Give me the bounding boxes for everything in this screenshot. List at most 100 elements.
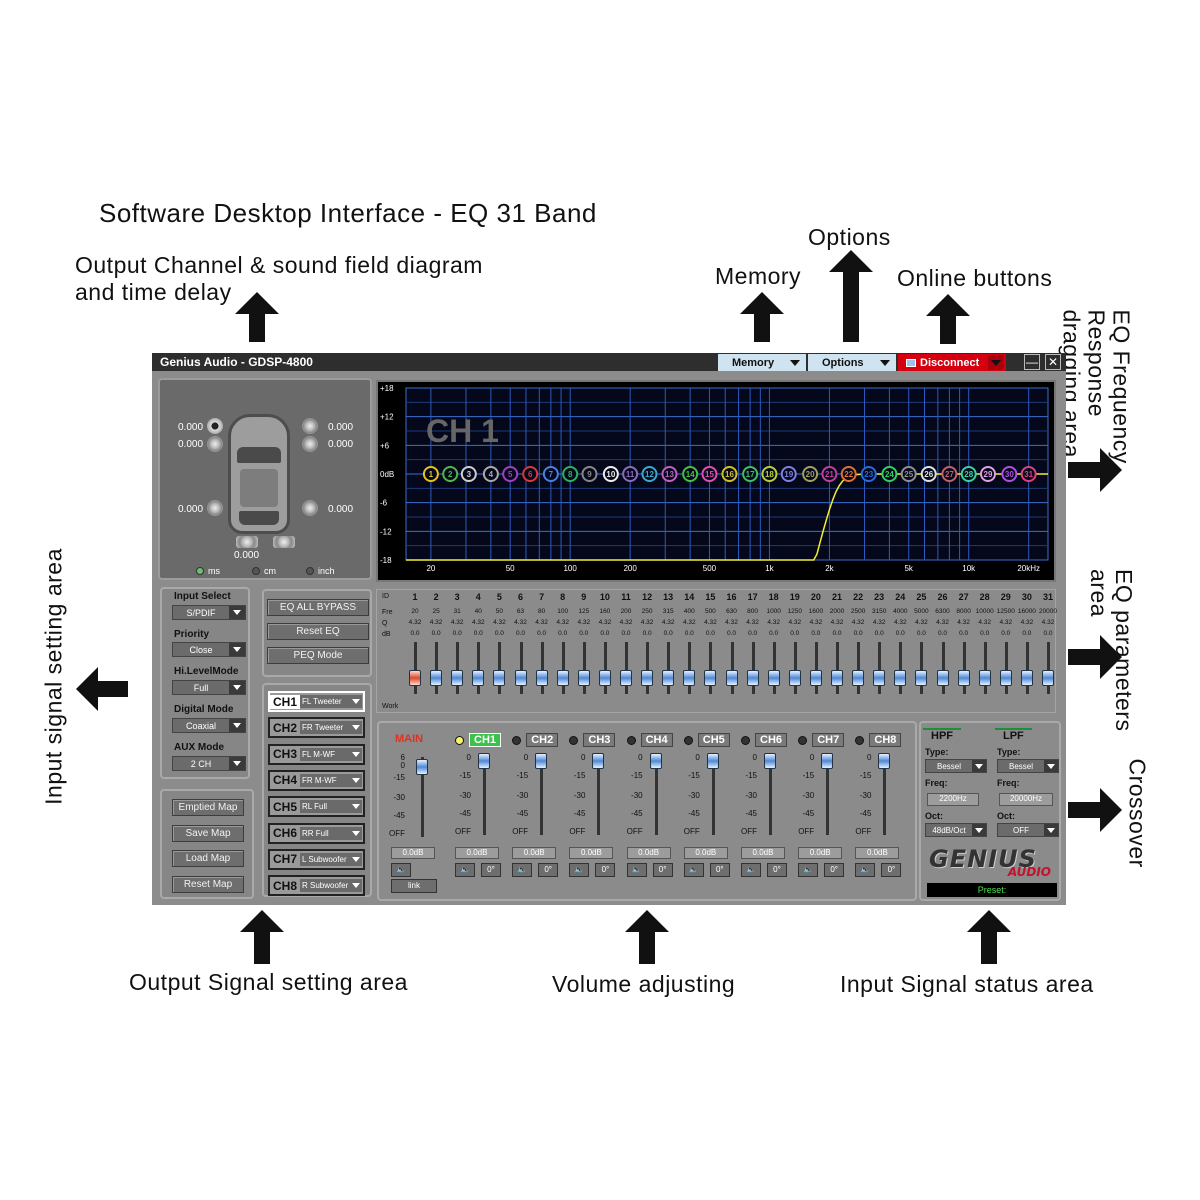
eq-band-handle[interactable] [1020,466,1037,482]
eq-band-handle[interactable] [622,466,639,482]
volume-fader-track[interactable] [540,755,544,835]
band-freq[interactable]: 1250 [787,608,803,615]
band-q[interactable]: 4.32 [661,619,675,626]
close-button[interactable]: ✕ [1045,354,1061,370]
band-freq[interactable]: 10000 [975,608,994,615]
eq-band-handle[interactable] [522,466,539,482]
band-gain[interactable]: 0.0 [684,630,694,637]
band-fader-knob[interactable] [409,670,421,686]
volume-header-ch8[interactable]: CH8 [855,733,902,747]
band-freq[interactable]: 2500 [850,608,866,615]
band-freq[interactable]: 6300 [935,608,950,615]
eq-band-handle[interactable] [482,466,499,482]
volume-fader-knob[interactable] [649,753,662,769]
band-fader-track[interactable] [688,642,692,694]
band-fader-track[interactable] [941,642,945,694]
volume-value[interactable]: 0.0dB [626,847,671,859]
band-gain[interactable]: 0.0 [811,630,821,637]
delay-value[interactable]: 0.000 [328,422,354,433]
reset-map-button[interactable]: Reset Map [172,876,244,893]
band-gain[interactable]: 0.0 [558,630,568,637]
memory-menu-button[interactable]: Memory [718,354,806,371]
band-fader-knob[interactable] [788,670,801,686]
speaker-icon[interactable] [302,500,318,516]
band-freq[interactable]: 31 [453,608,461,615]
input-select-dropdown[interactable]: S/PDIF [172,605,246,620]
band-gain[interactable]: 0.0 [748,630,758,637]
band-q[interactable]: 4.32 [577,619,591,626]
band-freq[interactable]: 80 [537,608,546,615]
delay-value[interactable]: 0.000 [234,550,260,561]
delay-value[interactable]: 0.000 [178,439,204,450]
band-freq[interactable]: 250 [641,608,653,615]
volume-value[interactable]: 0.0dB [569,847,614,859]
band-fader-knob[interactable] [725,670,738,686]
delay-value[interactable]: 0.000 [328,504,354,515]
peq-mode-button[interactable]: PEQ Mode [267,647,369,664]
digital-mode-dropdown[interactable]: Coaxial [172,718,246,733]
band-q[interactable]: 4.32 [872,619,886,626]
volume-header-ch5[interactable]: CH5 [683,733,730,747]
band-freq[interactable]: 20000 [1038,608,1058,615]
band-freq[interactable]: 63 [516,608,525,615]
band-fader-track[interactable] [646,642,650,694]
eq-band-handle[interactable] [542,466,559,482]
eq-band-handle[interactable] [661,466,678,482]
band-q[interactable]: 4.32 [704,619,717,626]
band-freq[interactable]: 1600 [808,608,824,615]
options-menu-button[interactable]: Options [808,354,896,371]
lpf-type-dropdown[interactable]: Bessel [997,759,1059,773]
band-q[interactable]: 4.32 [788,619,802,626]
band-fader-track[interactable] [667,642,671,694]
band-q[interactable]: 4.32 [746,619,759,626]
link-button[interactable]: link [391,879,437,893]
band-fader-knob[interactable] [430,670,443,686]
band-fader-track[interactable] [582,642,586,694]
band-fader-knob[interactable] [936,670,949,686]
volume-fader-knob[interactable] [478,753,490,769]
band-fader-track[interactable] [772,642,776,694]
band-fader-track[interactable] [983,642,987,694]
speaker-icon[interactable] [302,436,318,452]
volume-header-ch3[interactable]: CH3 [569,733,616,747]
band-freq[interactable]: 800 [747,608,759,615]
hilevel-dropdown[interactable]: Full [172,680,246,695]
band-freq[interactable]: 4000 [893,608,908,615]
band-fader-track[interactable] [730,642,734,694]
band-fader-track[interactable] [793,642,797,694]
volume-fader-track[interactable] [769,755,772,835]
band-fader-knob[interactable] [704,670,717,686]
band-q[interactable]: 4.32 [598,619,612,626]
band-gain[interactable]: 0.0 [600,630,610,637]
band-gain[interactable]: 0.0 [1001,630,1011,637]
band-fader-knob[interactable] [472,670,485,686]
channel-assign-dropdown[interactable]: FR M-WF [300,773,362,787]
volume-header-ch1[interactable]: CH1 [455,733,502,747]
band-q[interactable]: 4.32 [999,619,1013,626]
band-fader-track[interactable] [751,642,755,694]
band-q[interactable]: 4.32 [915,619,928,626]
band-fader-knob[interactable] [598,670,611,686]
eq-band-handle[interactable] [602,466,619,482]
channel-assign-dropdown[interactable]: R Subwoofer [300,879,362,893]
band-q[interactable]: 4.32 [514,619,527,626]
eq-band-handle[interactable] [422,466,439,482]
eq-band-handle[interactable] [502,466,519,482]
channel-assign-dropdown[interactable]: FR Tweeter [300,721,362,735]
band-freq[interactable]: 25 [432,608,440,615]
mute-icon[interactable]: 🔈 [798,863,819,877]
band-fader-track[interactable] [1025,642,1029,694]
band-freq[interactable]: 2000 [829,608,845,615]
eq-band-handle[interactable] [581,466,598,482]
band-q[interactable]: 4.32 [640,619,654,626]
main-volume-value[interactable]: 0.0dB [391,847,435,859]
band-freq[interactable]: 160 [599,608,611,615]
band-gain[interactable]: 0.0 [874,630,884,637]
minimize-button[interactable]: — [1024,354,1040,370]
hpf-oct-dropdown[interactable]: 48dB/Oct [925,823,987,837]
volume-fader-knob[interactable] [535,753,548,769]
main-fader-knob[interactable] [416,759,428,775]
band-gain[interactable]: 0.0 [980,630,990,637]
band-gain[interactable]: 0.0 [663,630,673,637]
